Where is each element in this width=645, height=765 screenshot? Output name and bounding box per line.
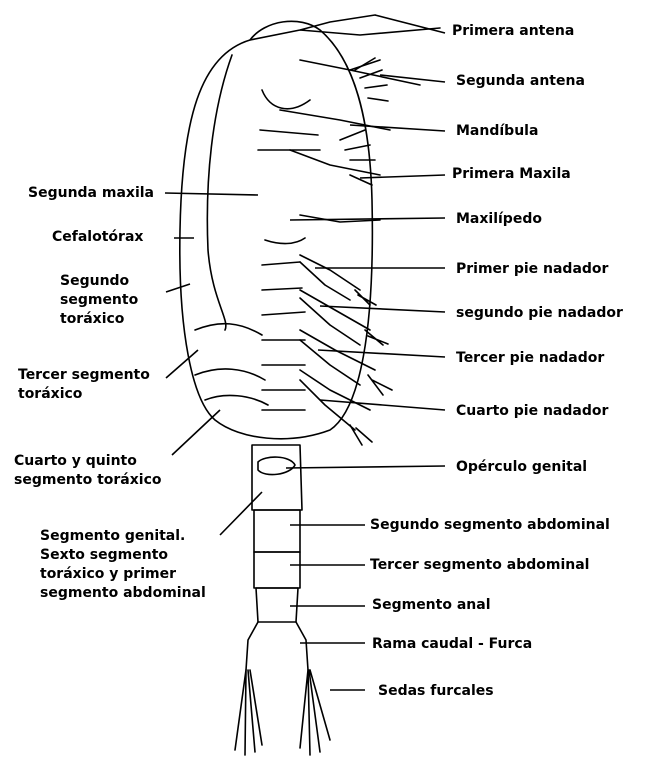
carapace-line xyxy=(207,55,232,330)
leader-lines xyxy=(165,15,445,690)
operculum xyxy=(258,457,295,475)
label-operculo: Opérculo genital xyxy=(456,458,587,477)
anal-segment xyxy=(256,588,298,622)
leg-1 xyxy=(300,255,360,300)
label-segunda-antena: Segunda antena xyxy=(456,72,585,91)
body-outline xyxy=(180,21,373,438)
label-segunda-maxila: Segunda maxila xyxy=(28,184,154,203)
segment-line-1 xyxy=(195,324,262,335)
label-segmento-genital: Segmento genital. Sexto segmento toráxic… xyxy=(40,527,206,603)
leg-setae xyxy=(340,58,392,445)
label-segmento-anal: Segmento anal xyxy=(372,596,491,615)
label-sedas-furcales: Sedas furcales xyxy=(378,682,494,701)
label-tercer-pie: Tercer pie nadador xyxy=(456,349,604,368)
leg-4 xyxy=(300,370,370,430)
label-maxilipedo: Maxilípedo xyxy=(456,210,542,229)
label-primera-maxila: Primera Maxila xyxy=(452,165,571,184)
label-tercer-abdominal: Tercer segmento abdominal xyxy=(370,556,589,575)
label-rama-caudal: Rama caudal - Furca xyxy=(372,635,532,654)
genital-segment xyxy=(252,445,302,510)
label-cuarto-pie: Cuarto pie nadador xyxy=(456,402,608,421)
label-primer-pie: Primer pie nadador xyxy=(456,260,608,279)
label-segundo-pie: segundo pie nadador xyxy=(456,304,623,323)
furca-left xyxy=(246,622,258,670)
label-segundo-toracico: Segundo segmento toráxico xyxy=(60,272,138,329)
label-cuarto-quinto: Cuarto y quinto segmento toráxico xyxy=(14,452,162,490)
segment-line-3 xyxy=(205,395,268,405)
label-mandibula: Mandíbula xyxy=(456,122,538,141)
segment-line-2 xyxy=(195,369,265,380)
furca-right xyxy=(296,622,308,670)
label-cefalotorax: Cefalotórax xyxy=(52,228,143,247)
antenna-1 xyxy=(250,15,440,40)
label-segundo-abdominal: Segundo segmento abdominal xyxy=(370,516,610,535)
antenna-2 xyxy=(300,60,420,85)
furcal-setae xyxy=(235,670,330,755)
sternum xyxy=(258,90,320,410)
abd-segment-3 xyxy=(254,552,300,588)
label-tercer-toracico: Tercer segmento toráxico xyxy=(18,366,150,404)
abd-segment-2 xyxy=(254,510,300,552)
label-primera-antena: Primera antena xyxy=(452,22,574,41)
